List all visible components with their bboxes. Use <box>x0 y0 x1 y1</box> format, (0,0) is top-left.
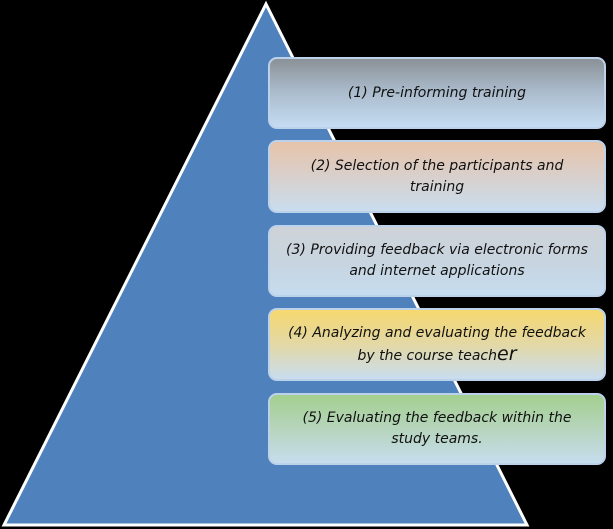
step-3-box: (3) Providing feedback via electronic fo… <box>268 225 606 297</box>
step-4-label: (4) Analyzing and evaluating the feedbac… <box>282 323 592 367</box>
step-2-label: (2) Selection of the participants and tr… <box>310 157 564 195</box>
step-3-label: (3) Providing feedback via electronic fo… <box>286 242 588 279</box>
step-1-box: (1) Pre-informing training <box>268 57 606 129</box>
step-5-label: (5) Evaluating the feedback within the s… <box>302 410 572 447</box>
step-2-box: (2) Selection of the participants and tr… <box>268 140 606 213</box>
step-5-box: (5) Evaluating the feedback within the s… <box>268 393 606 465</box>
step-4-label-tail: er <box>497 342 517 365</box>
step-4-label-main: (4) Analyzing and evaluating the feedbac… <box>288 324 586 364</box>
step-4-box: (4) Analyzing and evaluating the feedbac… <box>268 308 606 381</box>
step-1-label: (1) Pre-informing training <box>347 84 527 101</box>
